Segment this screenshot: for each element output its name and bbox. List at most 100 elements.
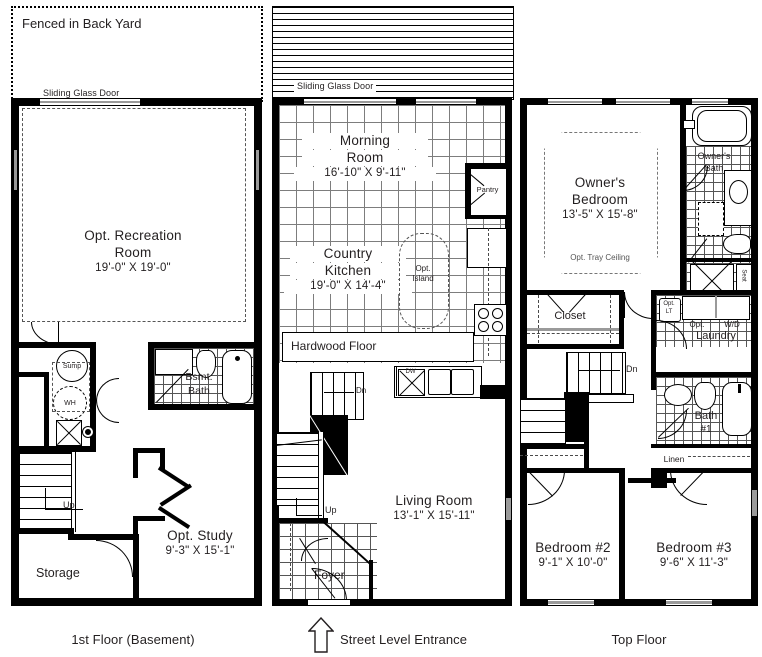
basement-slider-glass (40, 101, 140, 103)
closet-shelf (527, 328, 619, 331)
kitchen-corner-block (480, 385, 508, 399)
entry-door-opening (308, 600, 350, 605)
optional-island (399, 233, 449, 329)
basement-stair-up-label: Up (63, 500, 75, 510)
living-room-window-right (506, 498, 511, 520)
street-wall-bottom (272, 599, 512, 606)
street-stair-dn-label: Dn (356, 386, 367, 395)
stair-rail-top (588, 394, 634, 403)
lower-stair-arrow-line (296, 515, 322, 517)
basement-stair-arrow-shaft (45, 488, 47, 510)
owners-bath-label: Owner's (697, 151, 731, 161)
basement-window-right-1 (256, 150, 259, 190)
cooktop-burner-2 (492, 308, 503, 319)
bsmt-bath-toilet (196, 350, 216, 378)
study-zigzag-top (133, 450, 138, 478)
study-zigzag-d (133, 516, 138, 540)
street-entrance-caption: Street Level Entrance (340, 632, 468, 647)
closet-rod (527, 333, 619, 334)
storage-wall-top (19, 528, 74, 534)
top-floor-stairs (566, 352, 626, 394)
owners-closet-wall (686, 258, 751, 262)
opt-lt-label2: LT (665, 309, 673, 315)
top-window-glass-1 (548, 101, 602, 103)
top-floor-plan: Owner's Bedroom 13'-5" X 15'-8" Opt. Tra… (516, 0, 762, 647)
mech-room-wall-vert (44, 372, 49, 450)
study-dim: 9'-3" X 15'-1" (165, 545, 235, 557)
closet-label: Closet (554, 310, 586, 322)
study-zigzag-c (133, 516, 165, 521)
hardwood-floor-label: Hardwood Floor (288, 339, 380, 354)
pantry-wall-bottom (465, 214, 505, 219)
mechanical-zone-dash (52, 362, 90, 412)
street-wall-left (272, 98, 279, 606)
basement-floor-plan: Fenced in Back Yard Sliding Glass Door O… (0, 0, 266, 647)
basement-sliding-door-label: Sliding Glass Door (40, 88, 123, 99)
opt-label: Opt. (689, 320, 705, 329)
mech-double-door-swing-2 (96, 400, 119, 423)
bedroom3-angled-wall (628, 478, 676, 483)
street-sliding-door-label: Sliding Glass Door (294, 81, 377, 92)
study-wall-vert (133, 534, 139, 606)
kitchen-peninsula-curve (328, 366, 397, 396)
hall-vert-wall (584, 392, 589, 472)
morning-room-label: Morning (302, 133, 428, 149)
living-room-label: Living Room (395, 493, 473, 508)
foyer-closet-dash (290, 523, 291, 591)
morning-room-dim: 16'-10" X 9'-11" (294, 167, 436, 181)
living-room-dim: 13'-1" X 15'-11" (393, 510, 475, 522)
cooktop-burner-1 (478, 308, 489, 319)
top-window-glass-2 (616, 101, 670, 103)
kitchen-sink-basin-1 (428, 369, 451, 395)
street-wall-right (505, 98, 512, 606)
recreation-room-label: Opt. Recreation (84, 228, 182, 243)
furnace-fixture (56, 420, 82, 446)
bedroom2-window-glass (548, 601, 594, 604)
basement-wall-left (11, 98, 19, 606)
water-heater-label: WH (64, 399, 76, 407)
study-zigzag-a (133, 448, 165, 453)
dishwasher-label: DW (405, 369, 416, 375)
laundry-wall-top (651, 290, 751, 295)
cooktop-burner-4 (492, 321, 503, 332)
owners-bath-shower (698, 202, 724, 236)
storage-wall-top2 (68, 534, 138, 540)
hall-door-swing (624, 292, 653, 319)
kitchen-sink-basin-2 (451, 369, 474, 395)
bedroom3-window-glass (666, 601, 712, 604)
bsmt-bath-wall-left (148, 342, 154, 410)
mech-double-door-swing-1 (96, 378, 119, 401)
mech-door-leaf (58, 322, 60, 344)
closet-divider2 (610, 295, 611, 343)
top-wall-left (520, 98, 527, 606)
street-stair-up-label: Up (325, 505, 337, 515)
storage-label: Storage (36, 566, 80, 580)
bath1-toilet (694, 382, 716, 410)
lower-stair-rail (318, 432, 324, 522)
recreation-room-outline (22, 108, 246, 322)
owners-bedroom-dim: 13'-5" X 15'-8" (562, 209, 638, 221)
top-stair-arrow (578, 370, 620, 372)
closet-divider (538, 295, 539, 343)
bath1-tub-fixture (738, 384, 741, 393)
mech-room-wall-top (19, 342, 96, 348)
study-zigzag-b (160, 448, 165, 470)
recreation-room-label2: Room (114, 245, 152, 260)
basement-caption: 1st Floor (Basement) (71, 632, 195, 647)
lower-stair-arrow-shaft (296, 498, 298, 516)
seat-label: Seat (740, 269, 747, 282)
kitchen-label2: Kitchen (290, 263, 406, 279)
linen-wall-top (651, 444, 751, 448)
basement-window-left-1 (14, 150, 17, 190)
bedroom2-dim: 9'-1" X 10'-0" (538, 557, 608, 569)
upper-stair-arrow (324, 392, 354, 394)
owners-bath-label2: Bath (704, 163, 724, 173)
bath1-label: Bath (694, 410, 718, 422)
top-wall-bottom (520, 599, 758, 606)
basement-stair-arrow-line (45, 509, 83, 511)
basement-stair-rail (71, 452, 76, 532)
basement-wall-right (254, 98, 262, 606)
bedroom2-label: Bedroom #2 (535, 540, 611, 555)
refrigerator-fixture (467, 228, 507, 268)
morning-room-label2: Room (302, 150, 428, 166)
